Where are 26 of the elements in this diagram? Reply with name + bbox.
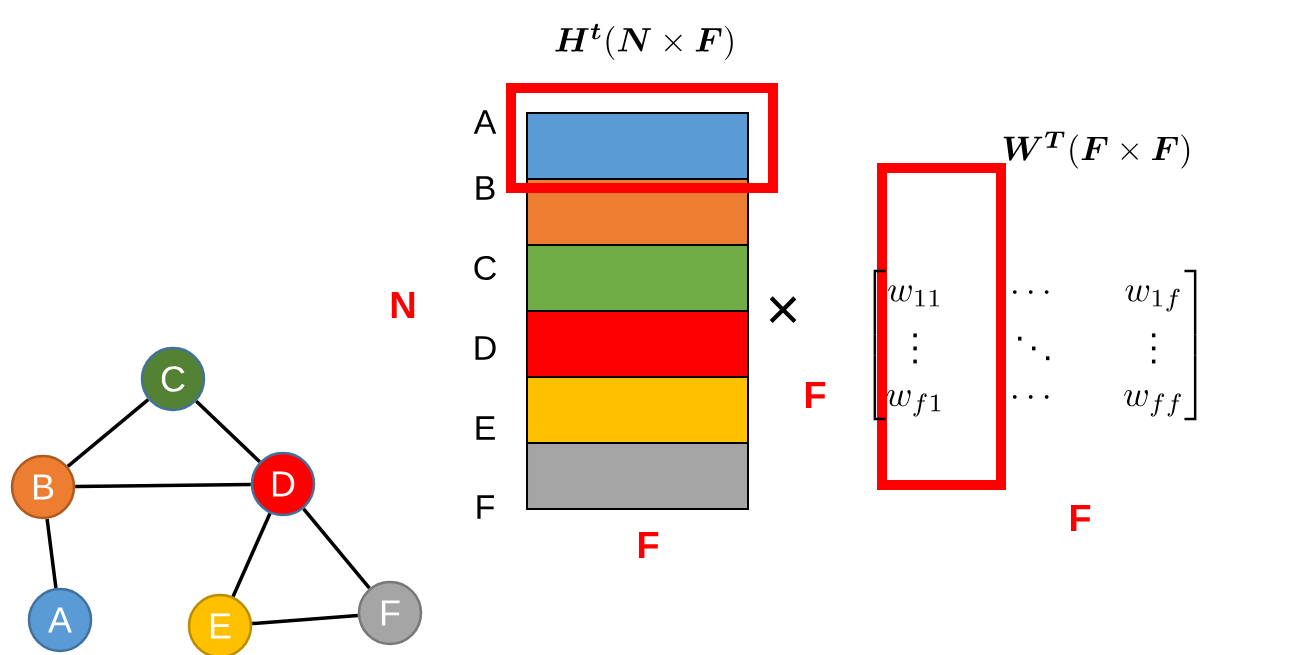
row-label: C	[474, 255, 496, 281]
multiply-sign: ×	[769, 296, 797, 324]
graph-node: F	[357, 580, 423, 646]
row-label: A	[473, 110, 497, 134]
graph-edge	[302, 507, 371, 590]
graph-edge	[231, 512, 272, 598]
dimension-label: N	[391, 291, 415, 319]
graph-edge	[66, 398, 150, 468]
row-label: F	[477, 495, 494, 519]
row-label: B	[476, 176, 495, 200]
graph-edge	[75, 482, 251, 489]
row-label: D	[475, 336, 496, 360]
graph-edge	[195, 400, 261, 463]
graph-edge	[252, 613, 358, 626]
graph-edge	[45, 518, 58, 589]
graph-node: B	[10, 454, 76, 520]
dimension-label: F	[1070, 504, 1091, 532]
matrix-title: $\bm{W}^{\bm{T}}(\bm{F}\times\bm{F})$	[1003, 131, 1190, 169]
graph-node: A	[27, 587, 93, 653]
graph-node: C	[140, 346, 206, 412]
matrix-title: $\bm{H}^{\bm{t}}(\bm{N}\times\bm{F})$	[555, 23, 733, 60]
row-label: E	[476, 416, 495, 440]
dimension-label: F	[805, 381, 826, 409]
graph-node: E	[187, 593, 253, 655]
dimension-label: F	[638, 531, 659, 559]
graph-node: D	[250, 451, 316, 517]
